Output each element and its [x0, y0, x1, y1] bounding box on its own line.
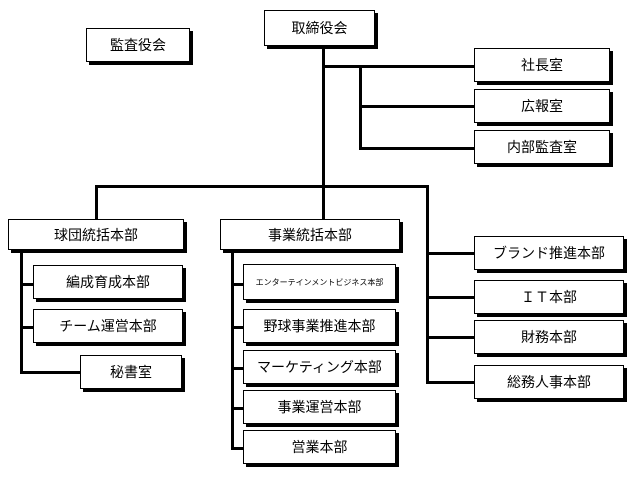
business-unit-box: 事業運営本部 [243, 390, 396, 424]
connector-independent-branch [426, 252, 474, 255]
connector-independent-branch [426, 381, 474, 384]
connector-business-trunk [231, 250, 234, 448]
connector-team-branch [20, 283, 33, 286]
team-unit-box: 編成育成本部 [33, 265, 183, 299]
independent-unit-box: ＩＴ本部 [474, 280, 624, 314]
independent-unit-box: ブランド推進本部 [474, 236, 624, 270]
connector-main-horizontal [95, 185, 429, 188]
staff-office-box: 社長室 [474, 48, 610, 82]
business-unit-box: 営業本部 [243, 430, 396, 464]
team-division-box: 球団統括本部 [8, 219, 184, 250]
business-unit-box: エンターテインメントビジネス本部 [243, 264, 396, 300]
connector-staff-branch [359, 105, 474, 108]
connector-independent-branch [426, 336, 474, 339]
connector-independent-branch [426, 296, 474, 299]
independent-unit-box: 総務人事本部 [474, 365, 624, 399]
connector-team-trunk [20, 250, 23, 373]
connector-business-branch [231, 407, 243, 410]
connector-staff-branch [322, 65, 474, 68]
connector-staff-branch [359, 147, 474, 150]
connector-drop-business [322, 185, 325, 219]
audit-board-box: 監査役会 [86, 28, 190, 62]
staff-office-box: 内部監査室 [474, 130, 610, 164]
connector-business-branch [231, 326, 243, 329]
connector-team-branch [20, 371, 80, 374]
connector-drop-team [95, 185, 98, 219]
business-division-box: 事業統括本部 [220, 219, 400, 250]
business-unit-box: 野球事業推進本部 [243, 309, 396, 343]
independent-unit-box: 財務本部 [474, 320, 624, 354]
board-of-directors-box: 取締役会 [264, 10, 375, 46]
team-unit-box: 秘書室 [80, 355, 182, 389]
connector-independent-trunk [426, 185, 429, 384]
team-unit-box: チーム運営本部 [33, 309, 183, 343]
staff-office-box: 広報室 [474, 89, 610, 123]
business-unit-box: マーケティング本部 [243, 350, 396, 384]
connector-business-branch [231, 447, 243, 450]
connector-business-branch [231, 367, 243, 370]
connector-team-branch [20, 326, 33, 329]
connector-business-branch [231, 283, 243, 286]
connector-board-down [322, 46, 325, 186]
